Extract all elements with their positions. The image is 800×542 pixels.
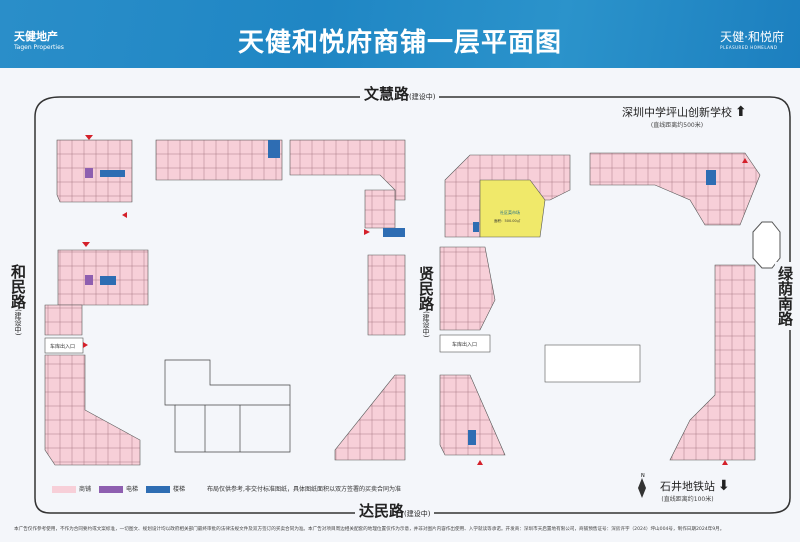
parking-entry-right	[439, 334, 491, 353]
shop-block	[334, 374, 406, 461]
stair-icon	[473, 222, 479, 232]
parking-entry-right-label: 车库出入口	[452, 341, 477, 348]
market-label: 社区菜市场	[500, 209, 520, 215]
road-label-south: 达民路(建设中)	[355, 500, 435, 521]
stair-icon	[268, 140, 280, 158]
shop-block	[439, 374, 506, 456]
school-landmark: 深圳中学坪山创新学校(直线距离约500米)	[622, 106, 732, 129]
community-market-area	[479, 179, 546, 238]
shop-block	[589, 152, 761, 226]
legend-shop: 商铺	[52, 484, 91, 493]
stair-icon	[706, 170, 716, 185]
svg-text:N: N	[641, 473, 645, 479]
shop-block	[439, 246, 496, 331]
road-label-east: 绿荫南路	[775, 262, 796, 330]
elevator-icon	[85, 275, 93, 285]
shop-block	[364, 189, 396, 229]
disclaimer-footer: 本广告仅作参考使用，不作为合同要约或文案标准，一切图文、规划设计均以政府相关部门…	[14, 527, 725, 532]
road-label-west: 和民路(建设中)	[8, 260, 29, 340]
road-label-middle: 贤民路(建设中)	[417, 266, 435, 338]
arrow-up-icon: ⬆	[735, 104, 747, 120]
legend: 商铺 电梯 楼梯 布局仅供参考,非交付标准图纸，具体图纸面积以双方签署的买卖合同…	[52, 484, 401, 493]
site-boundary	[34, 96, 791, 514]
shop-block	[155, 139, 283, 181]
stair-icon	[383, 228, 405, 237]
shop-block	[44, 354, 141, 466]
project-logo-text: 天健·和悦府	[720, 30, 784, 44]
metro-landmark: 石井地铁站(直线距离约100米)	[660, 480, 715, 503]
left-complex	[44, 139, 406, 466]
compass-icon: N	[638, 473, 646, 498]
stair-icon	[100, 170, 125, 177]
project-logo-text-en: PLEASURED HOMELAND	[720, 45, 778, 50]
stair-icon	[100, 276, 116, 285]
shop-block	[56, 139, 133, 203]
parking-entry-left-label: 车库出入口	[50, 343, 75, 350]
market-area: 面积：500.00㎡	[494, 218, 521, 223]
page-title: 天健和悦府商铺一层平面图	[237, 28, 562, 58]
shop-block	[44, 304, 83, 336]
adjacent-building-outline	[164, 359, 291, 453]
legend-note: 布局仅供参考,非交付标准图纸，具体图纸面积以双方签署的买卖合同为准	[207, 486, 401, 493]
roundabout-icon	[752, 221, 781, 269]
entrance-markers	[82, 135, 748, 465]
legend-elevator: 电梯	[99, 484, 138, 493]
logo-text-en: Tagen Properties	[14, 44, 64, 51]
elevator-icon	[85, 168, 93, 178]
shop-block	[669, 264, 756, 461]
shop-block	[367, 254, 406, 336]
legend-stair: 楼梯	[146, 484, 185, 493]
stair-icon	[468, 430, 476, 445]
road-label-north: 文慧路(建设中)	[360, 83, 440, 104]
parking-area	[544, 344, 641, 383]
logo-text: 天健地产	[14, 30, 58, 43]
arrow-down-icon: ⬇	[718, 478, 730, 494]
floor-plan: 车库出入口 车库出入口 社区菜市场 面积：500.00㎡ N	[34, 96, 791, 514]
